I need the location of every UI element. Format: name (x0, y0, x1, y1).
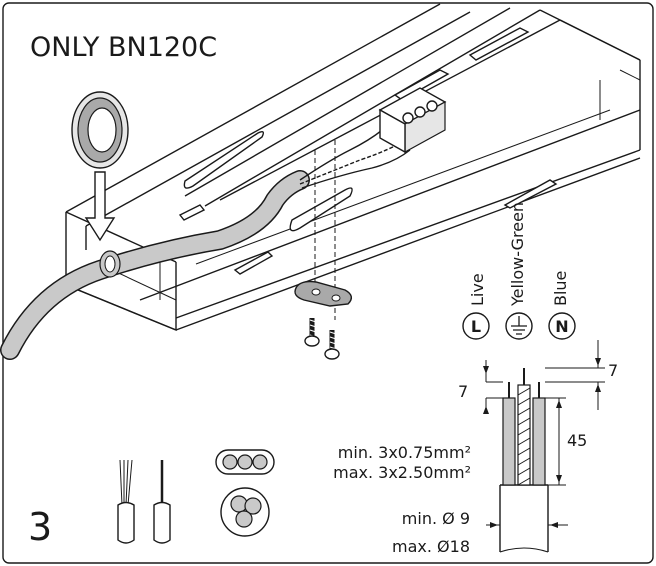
strip-length-right: 7 (608, 361, 618, 380)
terminal-block (378, 87, 447, 154)
svg-text:N: N (555, 317, 568, 336)
yellow-green-label: Yellow-Green (508, 202, 527, 307)
grommet-installed (99, 250, 121, 278)
min-cross-section: min. 3x0.75mm² (338, 443, 471, 462)
svg-text:L: L (471, 317, 481, 336)
insert-arrow-icon (84, 171, 116, 242)
flexible-wire-icon (117, 459, 135, 544)
live-label: Live (468, 273, 487, 306)
max-cross-section: max. 3x2.50mm² (333, 463, 471, 482)
strip-length-left: 7 (458, 382, 468, 401)
step-number: 3 (28, 505, 52, 549)
sheath-strip-length: 45 (567, 431, 587, 450)
luminaire-housing (65, 3, 641, 332)
solid-wire-icon (153, 460, 171, 544)
stripped-cable-detail: 7 7 45 (458, 340, 618, 553)
cable-spec: min. 3x0.75mm² max. 3x2.50mm² min. Ø 9 m… (333, 443, 471, 556)
flat-cable-icon (215, 449, 275, 475)
screw-icon (304, 318, 340, 360)
cable-clamp (294, 280, 353, 307)
housing-slots (178, 27, 558, 275)
min-diameter: min. Ø 9 (402, 509, 470, 528)
wire-legend: Live Yellow-Green Blue L N (462, 202, 576, 340)
round-cable-icon (220, 487, 270, 537)
neutral-symbol-icon (548, 312, 576, 340)
mounting-guides (314, 140, 336, 320)
earth-symbol-icon (505, 312, 533, 340)
blue-label: Blue (551, 271, 570, 306)
mains-cable (0, 117, 411, 360)
max-diameter: max. Ø18 (392, 537, 470, 556)
grommet-icon (71, 91, 129, 169)
diagram-title: ONLY BN120C (30, 32, 217, 63)
live-symbol-icon (462, 312, 490, 340)
